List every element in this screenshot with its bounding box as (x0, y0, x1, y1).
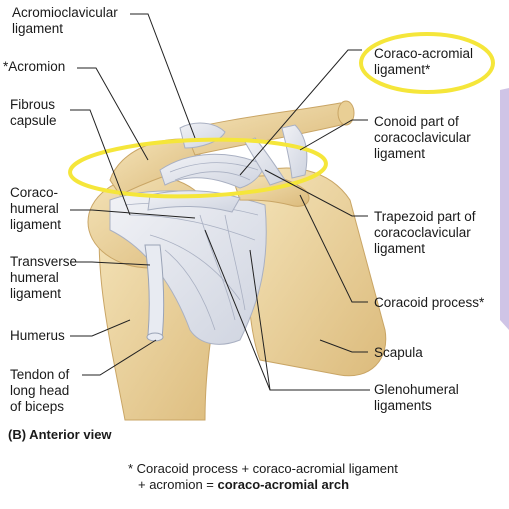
label-scapula: Scapula (374, 345, 423, 360)
leader-coraco-acromial (239, 49, 362, 176)
leader-fibrous-capsule (70, 109, 131, 216)
footnote-arch-term: coraco-acromial arch (217, 477, 350, 492)
leader-humerus (70, 319, 131, 337)
conoid-ligament-shape (281, 124, 308, 179)
leader-coracoid (299, 194, 368, 303)
leader-trapezoid (264, 169, 368, 217)
label-coracoid-process: Coracoid process* (374, 295, 485, 310)
leader-conoid (299, 119, 368, 151)
leader-transverse-humeral (70, 261, 151, 266)
edge-tissue (500, 88, 509, 330)
arch-highlight-ring (68, 137, 328, 199)
leader-scapula (319, 339, 368, 353)
leader-tendon-biceps (82, 339, 157, 376)
acromion-bone (109, 138, 201, 196)
label-highlight-ring (359, 32, 495, 94)
leader-coracohumeral (70, 209, 196, 219)
footnote-line-2-prefix: + acromion = (138, 477, 218, 492)
view-caption: (B) Anterior view (8, 427, 112, 442)
footnote-line-1: * Coracoid process + coraco-acromial lig… (128, 461, 398, 476)
label-humerus: Humerus (10, 328, 65, 343)
leader-lines (70, 13, 370, 391)
label-acromion: *Acromion (3, 59, 66, 74)
leader-acromioclavicular (130, 13, 196, 139)
footnote-line-2: + acromion = coraco-acromial arch (128, 477, 398, 493)
leader-acromion (77, 67, 149, 161)
trapezoid-ligament-shape (244, 137, 286, 186)
footnote: * Coracoid process + coraco-acromial lig… (128, 461, 398, 493)
leader-glenohumeral-2 (249, 249, 271, 391)
coraco-acromial-ligament-shape (159, 153, 266, 189)
